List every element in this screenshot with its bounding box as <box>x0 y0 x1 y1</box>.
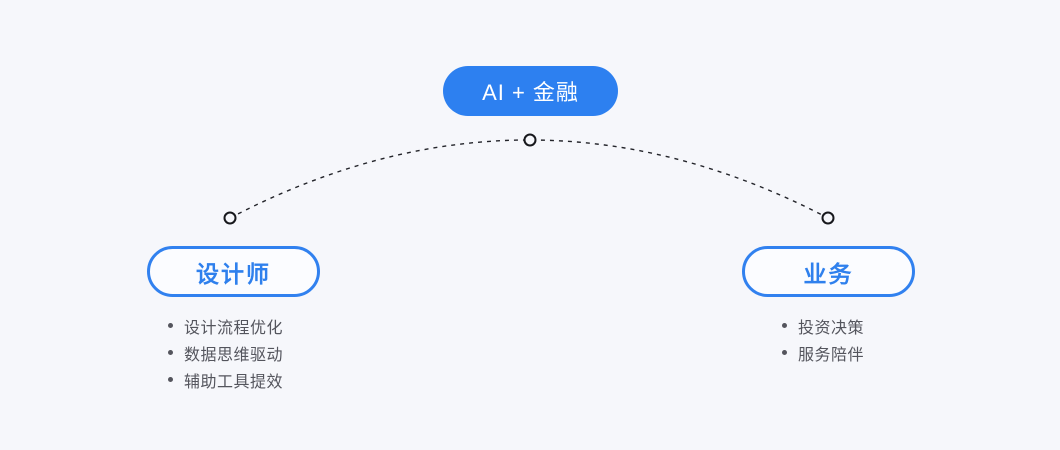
list-item: 设计流程优化 <box>168 312 283 339</box>
branch-node-label: 设计师 <box>196 260 271 287</box>
list-item-label: 服务陪伴 <box>798 346 865 364</box>
list-item: 数据思维驱动 <box>168 339 283 366</box>
bullet-dot-icon <box>168 350 173 355</box>
designer-bullet-list: 设计流程优化 数据思维驱动 辅助工具提效 <box>168 312 283 393</box>
root-node-ai-finance[interactable]: AI + 金融 <box>443 66 618 116</box>
list-item-label: 投资决策 <box>798 319 865 337</box>
list-item-label: 辅助工具提效 <box>184 373 284 391</box>
junction-dot-left <box>223 211 237 225</box>
junction-dot-right <box>821 211 835 225</box>
branch-node-label: 业务 <box>803 260 854 287</box>
bullet-dot-icon <box>168 377 173 382</box>
list-item: 投资决策 <box>782 312 864 339</box>
bullet-dot-icon <box>782 323 787 328</box>
list-item: 服务陪伴 <box>782 339 864 366</box>
list-item-label: 设计流程优化 <box>184 319 284 337</box>
list-item-label: 数据思维驱动 <box>184 346 284 364</box>
dashed-arc <box>229 139 829 219</box>
bullet-dot-icon <box>782 350 787 355</box>
junction-dot-center <box>523 133 537 147</box>
list-item: 辅助工具提效 <box>168 366 283 393</box>
bullet-dot-icon <box>168 323 173 328</box>
root-node-label: AI + 金融 <box>482 80 579 105</box>
branch-node-business[interactable]: 业务 <box>742 246 915 297</box>
business-bullet-list: 投资决策 服务陪伴 <box>782 312 864 366</box>
branch-node-designer[interactable]: 设计师 <box>147 246 320 297</box>
